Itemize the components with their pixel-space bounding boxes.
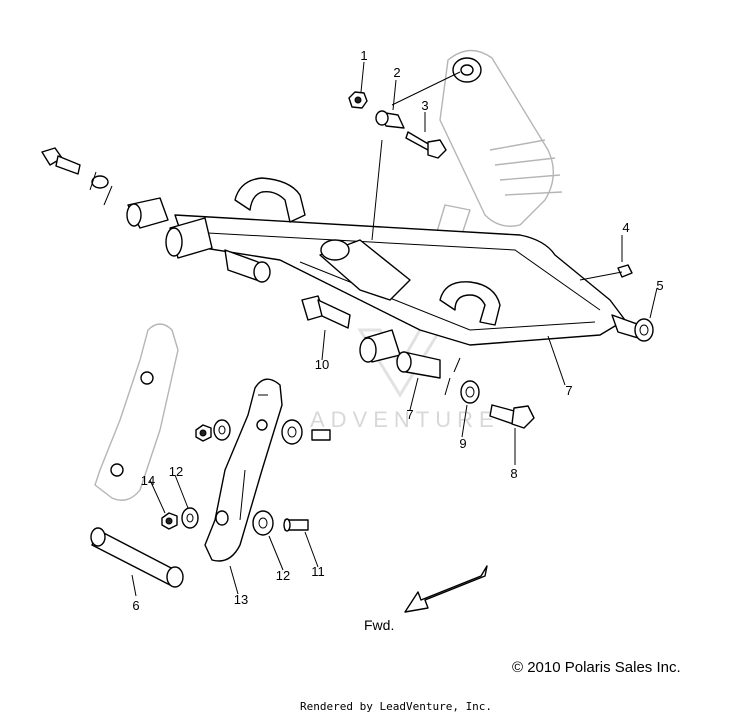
bolt-right-upper — [311, 429, 331, 441]
bushing-left-lower — [224, 249, 271, 283]
callout-10: 10 — [315, 357, 329, 372]
link-ghost — [94, 323, 179, 501]
link-13 — [204, 378, 283, 562]
nut-14 — [161, 512, 178, 530]
callout-5: 5 — [656, 278, 663, 293]
callout-7-left: 7 — [406, 407, 413, 422]
bushing-left-outer — [126, 197, 169, 229]
grease-fitting-4 — [617, 264, 633, 278]
bolt-10 — [301, 295, 351, 329]
copyright-text: © 2010 Polaris Sales Inc. — [512, 659, 681, 676]
callout-3: 3 — [421, 98, 428, 113]
callout-11: 11 — [311, 564, 325, 579]
a-arm — [174, 177, 626, 346]
bushing-7-upper — [359, 329, 401, 363]
direction-label: Fwd. — [364, 617, 394, 633]
bushing-left-inner — [165, 217, 213, 259]
bushing-5 — [611, 314, 654, 342]
washer-upper — [213, 419, 231, 441]
washer-9 — [444, 357, 480, 404]
callout-6: 6 — [132, 598, 139, 613]
bolt-11 — [283, 518, 309, 532]
callout-13: 13 — [234, 592, 248, 607]
leader-lines — [131, 61, 658, 597]
callout-12-left: 12 — [169, 464, 183, 479]
nut-1 — [348, 91, 368, 109]
callout-1: 1 — [360, 48, 367, 63]
callout-4: 4 — [622, 220, 629, 235]
bolt-8 — [489, 404, 535, 429]
callout-7-right: 7 — [565, 383, 572, 398]
callout-2: 2 — [393, 65, 400, 80]
nut-upper — [195, 424, 212, 442]
washer-right-upper — [281, 419, 303, 445]
bolt-3 — [405, 131, 447, 159]
callout-9: 9 — [459, 436, 466, 451]
callout-8: 8 — [510, 466, 517, 481]
bushing-7-lower — [396, 351, 441, 379]
footer-credit: Rendered by LeadVenture, Inc. — [300, 700, 492, 713]
bushing-2 — [375, 110, 405, 129]
callout-12-right: 12 — [276, 568, 290, 583]
forward-arrow-icon — [404, 565, 488, 613]
spacer-tube-6 — [90, 527, 184, 588]
washer-12-left — [181, 507, 199, 529]
pivot-bolt-left — [41, 147, 113, 206]
washer-12-right — [252, 510, 274, 536]
callout-14: 14 — [141, 473, 155, 488]
watermark-text: ADVENTURE — [310, 407, 500, 432]
